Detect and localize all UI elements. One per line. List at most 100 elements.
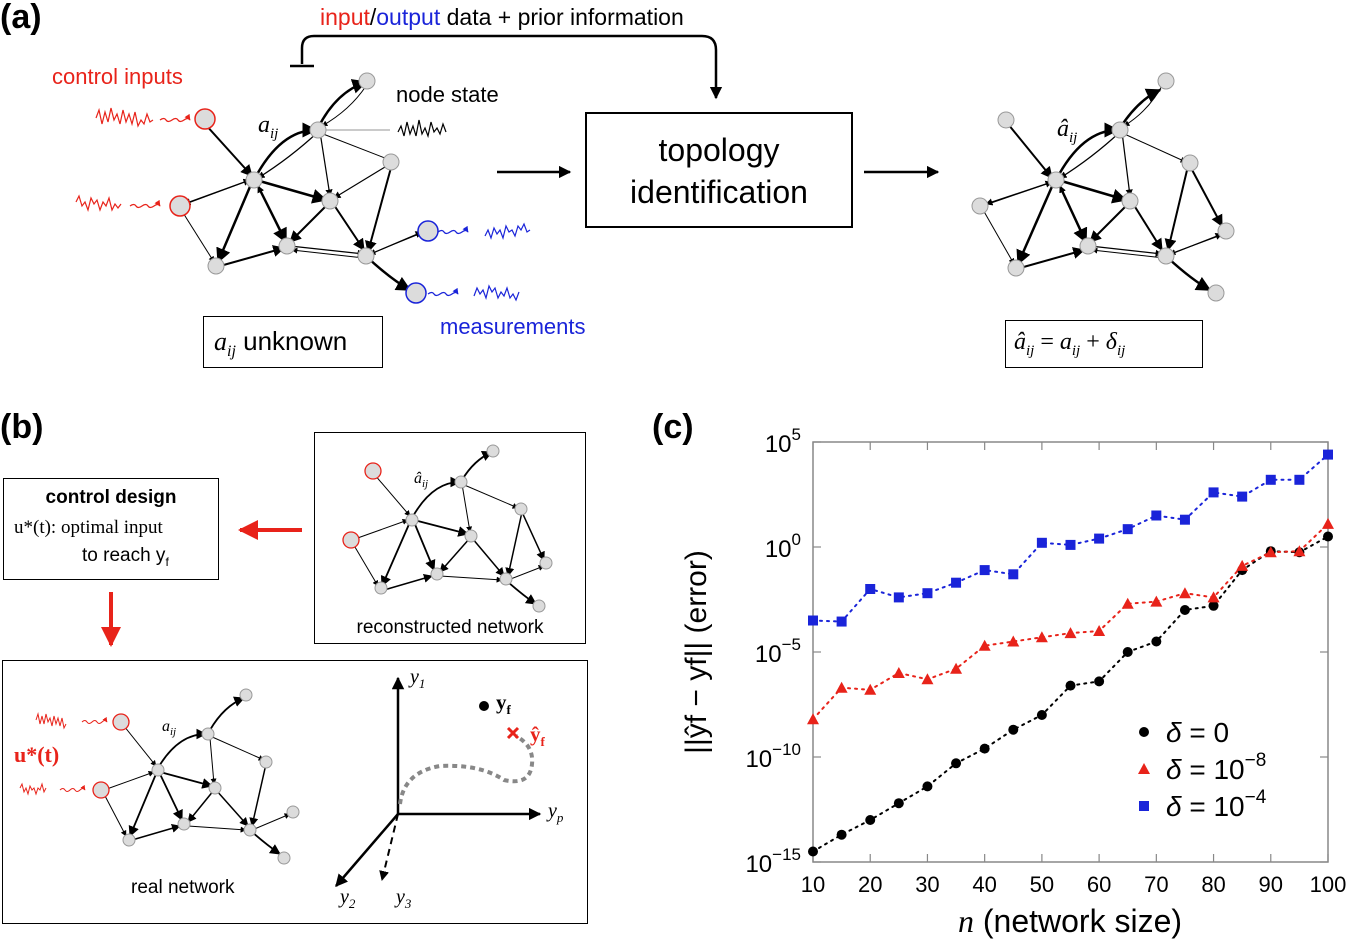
panel-b-graphics <box>19 444 553 887</box>
measurement-signals <box>427 222 531 302</box>
x-tick-label: 90 <box>1259 872 1283 897</box>
data-point <box>1208 600 1219 611</box>
data-point <box>1065 539 1076 550</box>
data-point <box>836 829 847 840</box>
control-input-signals <box>75 107 191 213</box>
legend-marker <box>1138 763 1150 774</box>
network-real-a-nodes <box>169 72 439 304</box>
legend-marker <box>1139 801 1149 811</box>
control-design-line1: u*(t): optimal input <box>14 517 163 538</box>
chart-ticks <box>812 441 1329 863</box>
data-point <box>950 662 963 674</box>
chart-legend: δ = 0δ = 10−8δ = 10−4 <box>1138 717 1267 822</box>
feedback-input-word: input <box>320 4 370 30</box>
data-point <box>892 667 905 678</box>
axis-yp-label: yp <box>548 800 564 825</box>
unknown-box-text: aij unknown <box>214 326 348 361</box>
data-point <box>808 846 818 857</box>
axis-y2-label: y2 <box>340 886 356 911</box>
data-point <box>893 798 904 809</box>
data-point <box>978 639 991 651</box>
topology-identification-box: topology identification <box>585 112 853 228</box>
control-design-box: control design u*(t): optimal input to r… <box>3 478 219 580</box>
y-tick-label: 100 <box>765 530 801 563</box>
network-real-b <box>103 696 291 855</box>
axis-y1-label: y1 <box>410 666 426 691</box>
series-line <box>812 453 1329 623</box>
data-point <box>1323 531 1333 542</box>
control-design-line2: to reach yf <box>82 545 169 569</box>
trajectory-path <box>398 734 535 805</box>
data-point <box>835 681 848 693</box>
data-point <box>1065 680 1076 691</box>
x-tick-label: 100 <box>1310 872 1347 897</box>
legend-label: δ = 10−4 <box>1166 787 1267 822</box>
feedback-slash: / <box>369 4 377 30</box>
topology-box-line1: topology <box>658 132 780 168</box>
hat-edge-label-a: âij <box>1057 116 1078 146</box>
data-point <box>1237 491 1248 502</box>
x-tick-label: 60 <box>1087 872 1111 897</box>
unknown-box: aij unknown <box>203 316 383 368</box>
data-point <box>1008 724 1019 735</box>
chart-x-axis-label: n (network size) <box>958 903 1182 939</box>
y-tick-label: 10−5 <box>755 635 801 668</box>
legend-marker <box>1139 727 1149 737</box>
target-label: yf <box>496 690 511 718</box>
data-point <box>808 615 818 626</box>
axis-y3-label: y3 <box>396 886 412 911</box>
feedback-rest: data + prior information <box>440 4 684 30</box>
topology-box-line2: identification <box>630 174 808 210</box>
data-point <box>1236 559 1249 571</box>
panel-a-letter: (a) <box>0 0 42 36</box>
chart-y-axis-label: ||ŷf − yf|| (error) <box>680 550 713 754</box>
data-point <box>1036 537 1047 548</box>
x-tick-label: 20 <box>858 872 882 897</box>
data-point <box>1036 710 1047 720</box>
node-state-signal <box>397 119 447 139</box>
network-estimated-a <box>981 81 1225 292</box>
data-point <box>1151 636 1162 647</box>
panel-a-graphics <box>75 34 1235 304</box>
data-point <box>979 565 990 576</box>
hat-edge-label-b: âij <box>414 470 429 491</box>
data-point <box>893 592 904 603</box>
target-point <box>479 701 489 711</box>
x-tick-label: 40 <box>972 872 996 897</box>
data-point <box>1064 627 1077 639</box>
data-point <box>1035 631 1048 643</box>
legend-label: δ = 10−8 <box>1166 750 1266 785</box>
legend-label: δ = 0 <box>1166 717 1229 748</box>
data-point <box>921 673 934 685</box>
panel-b-letter: (b) <box>0 408 44 446</box>
data-point <box>1094 676 1105 687</box>
feedback-label: input/output data + prior information <box>320 4 684 31</box>
control-inputs-label: control inputs <box>52 64 183 89</box>
real-network-label: real network <box>131 877 235 898</box>
data-point <box>1323 449 1333 460</box>
node-state-label: node state <box>396 82 499 107</box>
data-point <box>1093 625 1106 636</box>
data-point <box>1265 474 1276 485</box>
data-point <box>807 713 819 725</box>
data-point <box>1179 514 1190 525</box>
data-point <box>1207 591 1220 603</box>
data-point <box>1208 487 1219 498</box>
data-point <box>1094 533 1105 544</box>
x-tick-label: 30 <box>915 872 939 897</box>
x-tick-label: 50 <box>1030 872 1054 897</box>
data-point <box>951 758 962 769</box>
reached-label: ŷf <box>530 722 545 750</box>
estimate-box-text: âij = aij + δij <box>1014 329 1126 359</box>
reached-point-marker <box>506 726 520 740</box>
data-point <box>865 584 876 594</box>
measurements-label: measurements <box>440 314 586 339</box>
estimate-box: âij = aij + δij <box>1005 320 1203 368</box>
control-input-signals-b <box>19 712 108 796</box>
data-point <box>1122 524 1133 535</box>
control-design-title: control design <box>45 487 177 508</box>
network-real-b-nodes <box>92 688 300 865</box>
